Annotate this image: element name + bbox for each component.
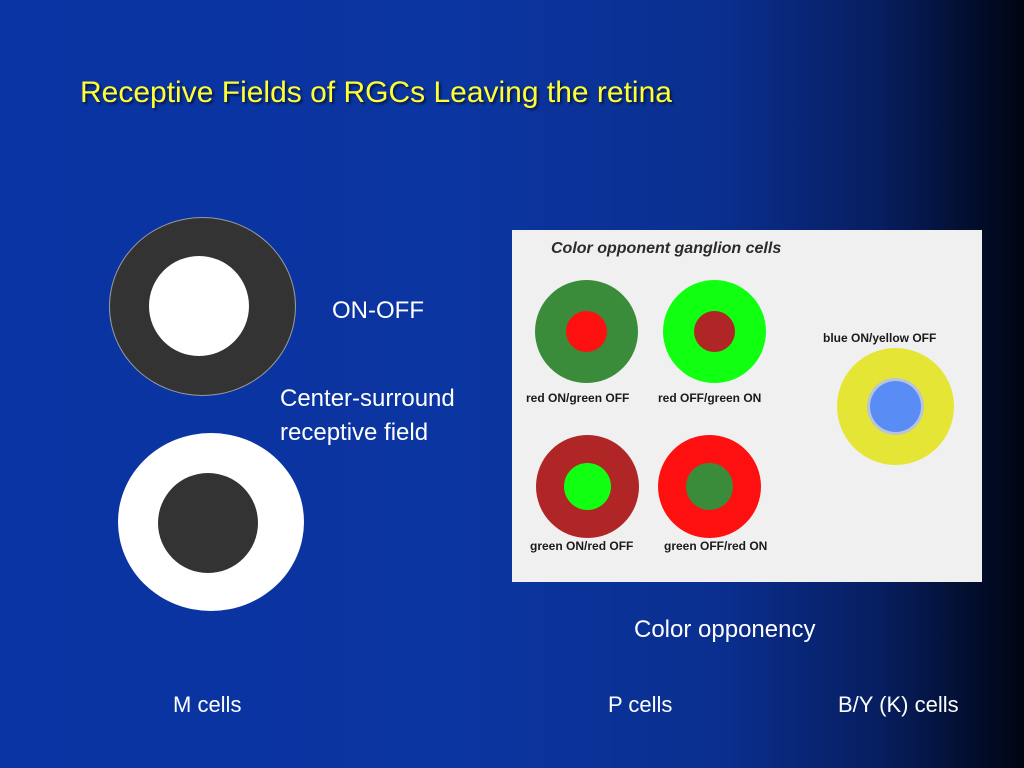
red-off-green-on-label: red OFF/green ON: [658, 391, 762, 405]
m-cells-label: M cells: [173, 692, 242, 717]
green-off-red-on-center: [686, 463, 733, 510]
red-off-green-on-center: [694, 311, 735, 352]
p-cells-label: P cells: [608, 692, 673, 717]
off-center-receptive-field: [118, 433, 304, 611]
green-off-red-on-label: green OFF/red ON: [664, 539, 768, 553]
red-on-green-off-cell: [535, 280, 638, 383]
color-opponency-label: Color opponency: [634, 616, 816, 643]
red-off-green-on-cell: [663, 280, 766, 383]
green-on-red-off-center: [564, 463, 611, 510]
on-center-receptive-field-center: [149, 256, 249, 356]
on-off-label: ON-OFF: [332, 297, 424, 324]
green-on-red-off-label: green ON/red OFF: [530, 539, 634, 553]
off-center-receptive-field-center: [158, 473, 258, 573]
center-surround-label-line2: receptive field: [280, 419, 429, 446]
by-k-cells-label: B/Y (K) cells: [838, 692, 959, 717]
blue-on-yellow-off-cell: [837, 348, 954, 465]
on-center-receptive-field: [110, 218, 295, 395]
blue-on-yellow-off-label: blue ON/yellow OFF: [823, 331, 937, 345]
color-opponent-panel-title: Color opponent ganglion cells: [551, 240, 782, 257]
red-on-green-off-center: [566, 311, 607, 352]
color-opponent-panel: Color opponent ganglion cells red ON/gre…: [512, 230, 982, 582]
center-surround-label-line1: Center-surround: [280, 385, 455, 412]
green-on-red-off-cell: [536, 435, 639, 538]
slide-title: Receptive Fields of RGCs Leaving the ret…: [80, 76, 672, 109]
red-on-green-off-label: red ON/green OFF: [526, 391, 630, 405]
blue-on-yellow-off-center: [870, 381, 921, 432]
green-off-red-on-cell: [658, 435, 761, 538]
